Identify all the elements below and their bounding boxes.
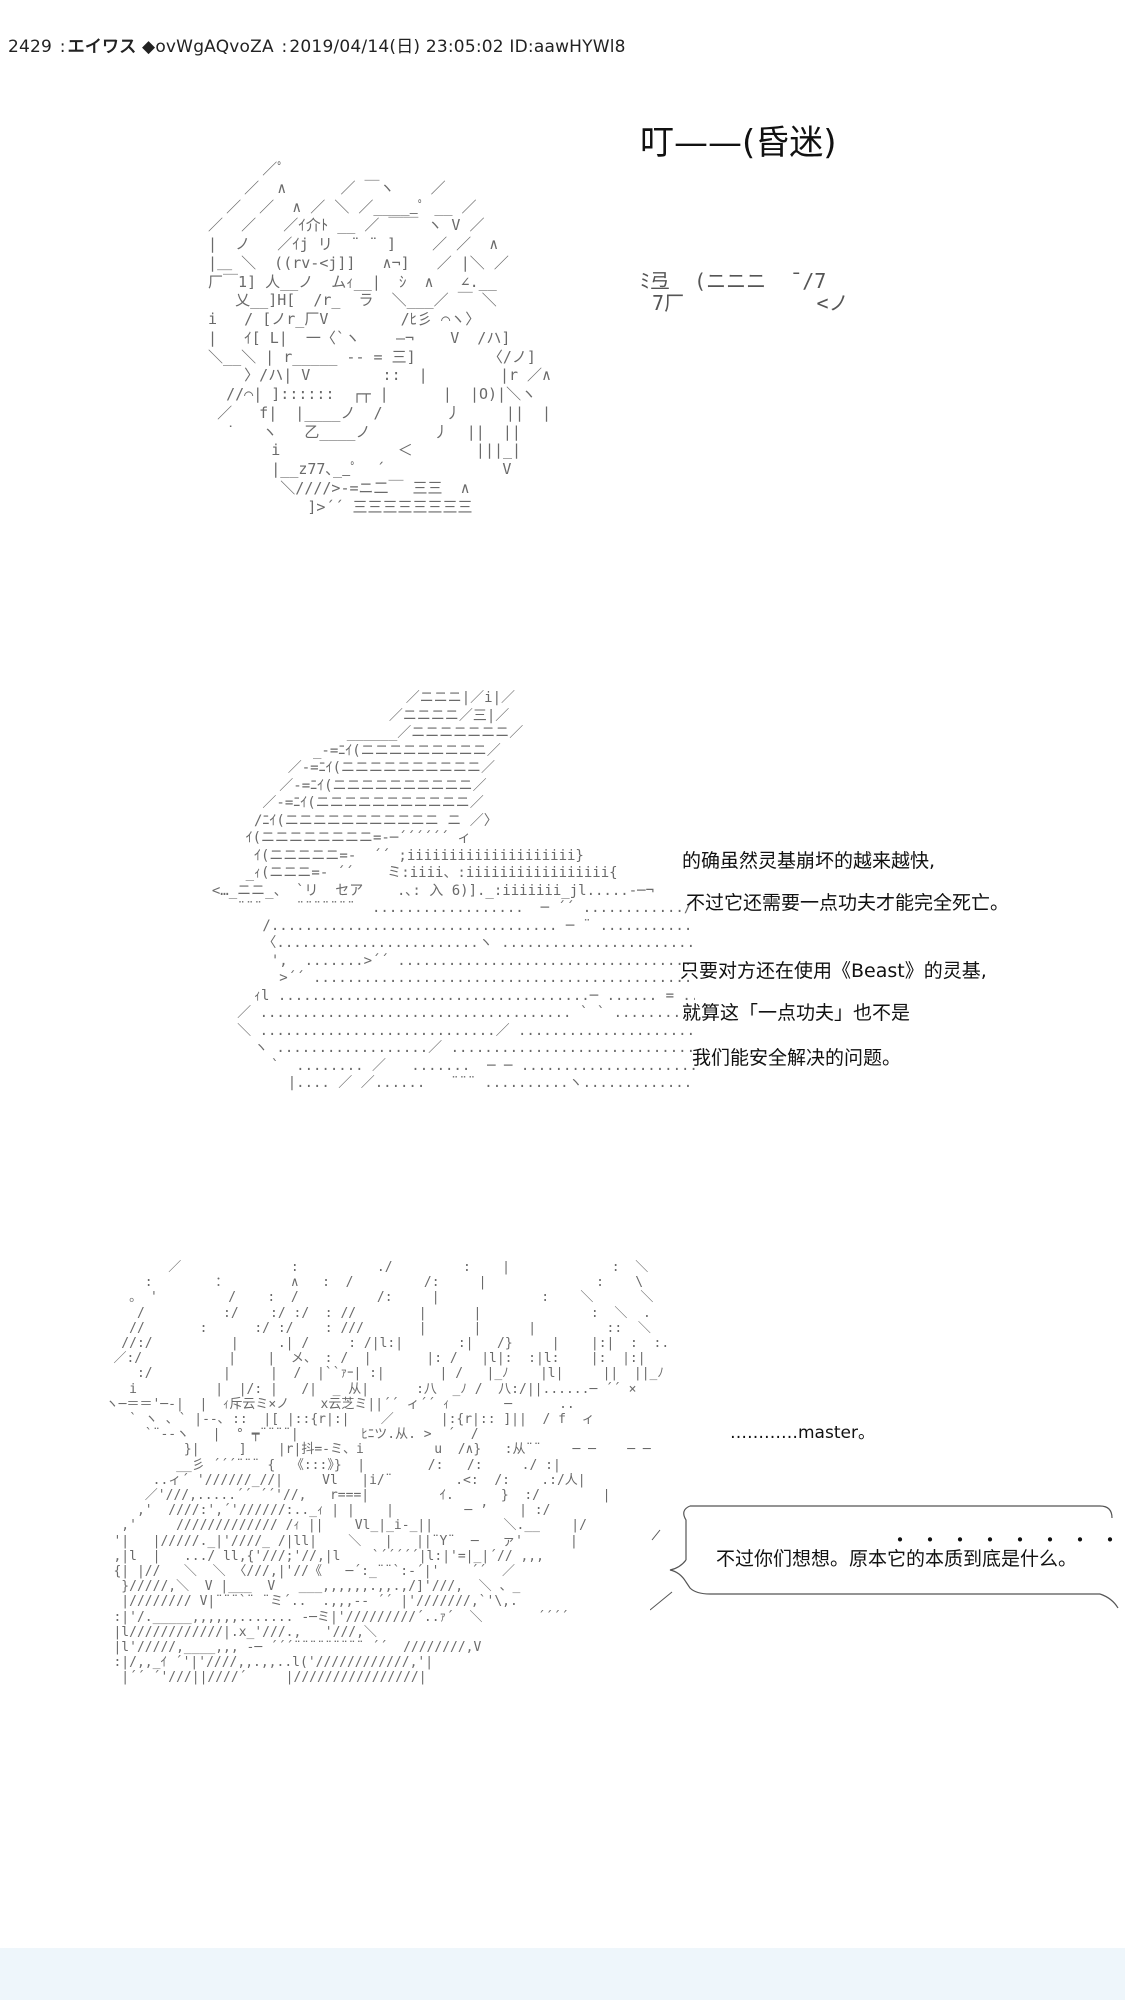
sfx-small-art: ﾐ弖 (ニニニ ̄ /7 7厂 <ノ	[640, 269, 849, 315]
post-datetime: 2019/04/14(日) 23:05:02	[289, 37, 504, 57]
dialog-line-4: 就算这「一点功夫」也不是	[682, 1002, 911, 1024]
ascii-art-character-dizzy: ／ﾟ ／ ∧ ／ ￣ヽ ／ ／ ／ ∧ ／ ＼ ／_____ﾟ __ ／ ／ ／…	[208, 160, 550, 516]
post-number: 2429	[8, 37, 53, 57]
speech-bubble-outline	[650, 1505, 1119, 1611]
dialog-line-1: 的确虽然灵基崩坏的越来越快,	[682, 850, 936, 872]
bubble-dots: ・・・・・・・・・	[890, 1528, 1125, 1552]
dialog-line-3: 只要对方还在使用《Beast》的灵基,	[680, 960, 987, 982]
bubble-text: 不过你们想想。原本它的本质到底是什么。	[716, 1548, 1078, 1570]
ascii-art-character-hat: ／ニニニ|／i|／ ／ニニニニ／三|／ ______／ニニニニニニニ／ _-=ﾆ…	[211, 690, 695, 1091]
poster-name[interactable]: エイワス	[67, 37, 137, 57]
sfx-title: 叮——(昏迷)	[640, 123, 837, 163]
whisper-text: …………master。	[730, 1423, 875, 1443]
footer-bar	[0, 1948, 1125, 2000]
speech-bubble: ・・・・・・・・・ 不过你们想想。原本它的本质到底是什么。	[650, 1500, 1125, 1615]
dialog-line-5: 我们能安全解决的问题。	[692, 1047, 902, 1069]
dialog-line-2: 不过它还需要一点功夫才能完全死亡。	[686, 892, 1010, 914]
poster-trip: ◆ovWgAQvoZA	[142, 37, 274, 57]
post-header: 2429 :エイワス ◆ovWgAQvoZA :2019/04/14(日) 23…	[8, 37, 626, 57]
poster-id[interactable]: ID:aawHYWl8	[509, 37, 626, 57]
ascii-art-character-hair: ／ : ./ : | : ＼ ＼ : ： ∧ : / /: | : \ ＼ 。 …	[105, 1260, 670, 1686]
